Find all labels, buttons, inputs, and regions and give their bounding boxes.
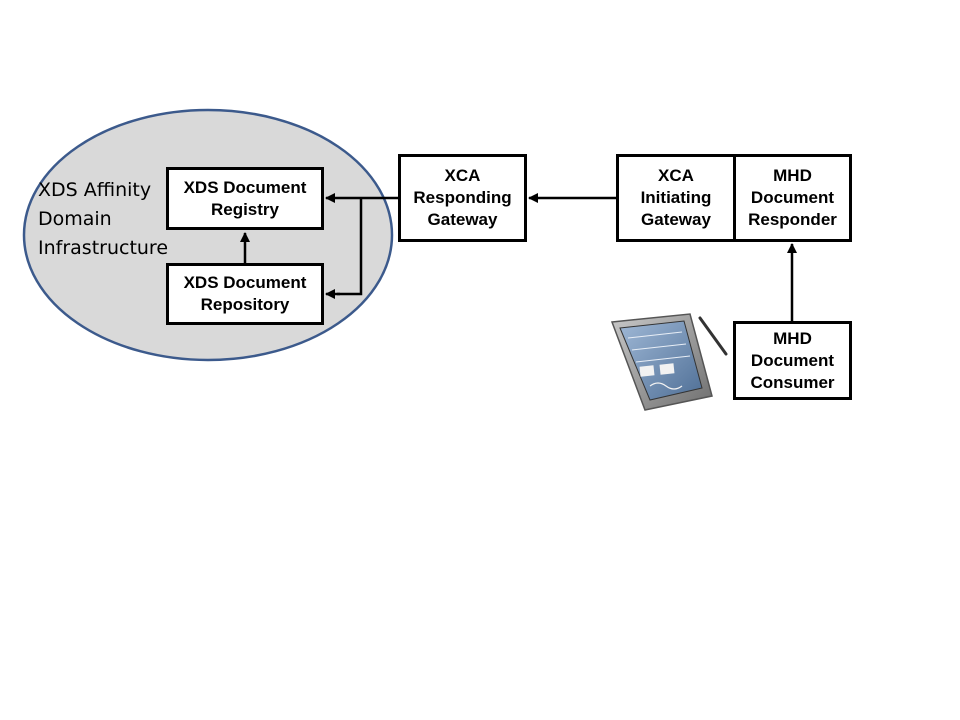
box-label-line: Consumer: [750, 372, 835, 392]
xca-responding-gateway-box: XCA Responding Gateway: [398, 154, 527, 242]
box-label-line: Responding: [413, 188, 512, 207]
box-label-line: MHD: [773, 328, 812, 348]
mhd-document-consumer-box: MHD Document Consumer: [733, 321, 852, 400]
connector-fork-to-repository: [337, 198, 363, 296]
box-label-line: Document: [750, 188, 835, 207]
xds-document-registry-box: XDS Document Registry: [166, 167, 324, 230]
box-label-line: XCA: [658, 166, 694, 185]
box-label-line: Initiating: [640, 188, 712, 207]
box-label-line: XDS Document: [183, 177, 307, 197]
box-label-line: MHD: [773, 166, 812, 185]
affinity-domain-label: XDS Affinity Domain Infrastructure: [38, 176, 168, 263]
xds-document-repository-box: XDS Document Repository: [166, 263, 324, 325]
affinity-domain-label-line: Infrastructure: [38, 237, 169, 259]
box-label-line: Gateway: [427, 210, 498, 229]
mhd-document-responder-box: MHD Document Responder: [733, 154, 852, 242]
xca-initiating-gateway-box: XCA Initiating Gateway: [616, 154, 736, 242]
affinity-domain-label-line: Domain: [38, 208, 112, 230]
box-label-line: Repository: [200, 295, 290, 314]
box-label-line: Responder: [748, 210, 837, 229]
box-label-line: Registry: [210, 199, 279, 219]
box-label-line: Document: [750, 350, 835, 370]
affinity-domain-label-line: XDS Affinity: [38, 179, 152, 201]
box-label-line: XCA: [444, 166, 481, 185]
tablet-icon: [610, 313, 728, 411]
box-label-line: Gateway: [641, 210, 711, 229]
box-label-line: XDS Document: [183, 273, 307, 292]
